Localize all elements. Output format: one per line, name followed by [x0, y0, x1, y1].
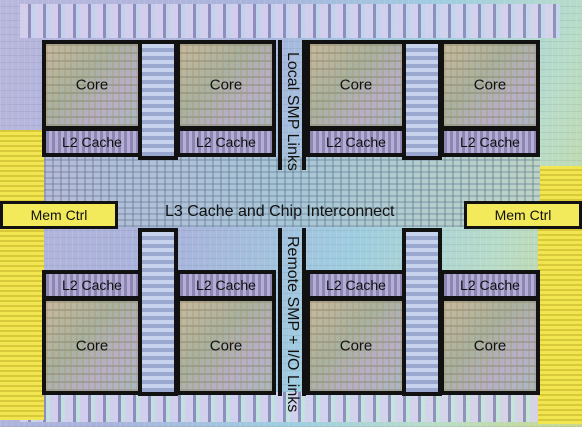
smp-link-divider: [278, 40, 282, 170]
core-top-right: Core: [440, 40, 540, 130]
smp-link-divider: [278, 228, 282, 396]
mem-ctrl-right: Mem Ctrl: [464, 201, 582, 229]
core-top-center-left: Core: [176, 40, 276, 130]
core-bottom-right: Core: [440, 297, 540, 395]
core-label: Core: [209, 337, 243, 355]
core-bottom-center-left: Core: [176, 297, 276, 395]
interconnect-strip: [402, 228, 442, 396]
l2-label: L2 Cache: [62, 134, 122, 150]
core-label: Core: [473, 76, 507, 94]
core-label: Core: [209, 76, 243, 94]
mem-ctrl-right-label: Mem Ctrl: [494, 207, 552, 223]
l2-cache-top-center-right: L2 Cache: [306, 127, 406, 157]
mem-ctrl-left-label: Mem Ctrl: [30, 207, 88, 223]
core-bottom-left: Core: [42, 297, 142, 395]
core-label: Core: [339, 337, 373, 355]
left-memory-region: [0, 130, 44, 420]
interconnect-strip: [138, 40, 178, 160]
core-top-center-right: Core: [306, 40, 406, 130]
core-bottom-center-right: Core: [306, 297, 406, 395]
l2-cache-bottom-center-left: L2 Cache: [176, 270, 276, 300]
l2-label: L2 Cache: [326, 277, 386, 293]
l2-label: L2 Cache: [326, 134, 386, 150]
l3-cache-region: [44, 157, 540, 227]
bottom-io-pads: [20, 392, 560, 422]
l2-label: L2 Cache: [460, 134, 520, 150]
local-smp-links-label: Local SMP Links: [284, 52, 301, 171]
core-label: Core: [339, 76, 373, 94]
remote-smp-io-links-label: Remote SMP + I/O Links: [284, 236, 301, 413]
top-io-pads: [20, 4, 560, 38]
core-label: Core: [473, 337, 507, 355]
l2-label: L2 Cache: [62, 277, 122, 293]
smp-link-divider: [302, 228, 306, 396]
l2-cache-top-center-left: L2 Cache: [176, 127, 276, 157]
mem-ctrl-left: Mem Ctrl: [0, 201, 118, 229]
l2-cache-bottom-center-right: L2 Cache: [306, 270, 406, 300]
l2-cache-top-right: L2 Cache: [440, 127, 540, 157]
smp-link-divider: [302, 40, 306, 170]
l2-cache-bottom-left: L2 Cache: [42, 270, 142, 300]
core-label: Core: [75, 337, 109, 355]
interconnect-strip: [138, 228, 178, 396]
core-label: Core: [75, 76, 109, 94]
l3-cache-label: L3 Cache and Chip Interconnect: [165, 203, 395, 220]
interconnect-strip: [402, 40, 442, 160]
l2-label: L2 Cache: [196, 134, 256, 150]
core-top-left: Core: [42, 40, 142, 130]
l2-label: L2 Cache: [460, 277, 520, 293]
l2-label: L2 Cache: [196, 277, 256, 293]
l2-cache-bottom-right: L2 Cache: [440, 270, 540, 300]
l2-cache-top-left: L2 Cache: [42, 127, 142, 157]
